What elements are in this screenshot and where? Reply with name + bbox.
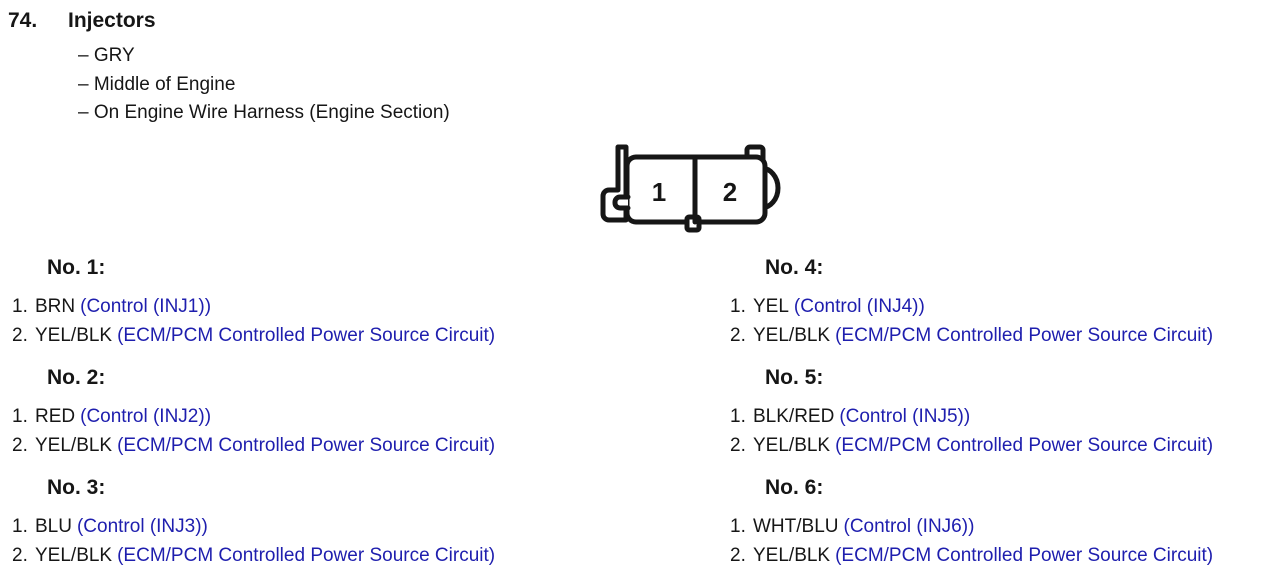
detail-harness: – On Engine Wire Harness (Engine Section… (78, 102, 450, 123)
pin-row: 2. YEL/BLK(ECM/PCM Controlled Power Sourc… (730, 321, 1275, 350)
injector-group-heading: No. 6: (765, 476, 824, 499)
connector-right-bulge (758, 165, 781, 211)
injector-group-6: No. 6: 1. WHT/BLU(Control (INJ6)) 2. YEL/B… (730, 476, 1275, 570)
pin-row: 1. BLU(Control (INJ3)) (12, 512, 652, 541)
wire-color: YEL/BLK (753, 325, 831, 346)
connector-diagram: 1 2 (590, 135, 790, 235)
pinout-column-right: No. 4: 1.YEL(Control (INJ4)) 2.YEL/BLK(E… (730, 248, 1275, 570)
connector-drawing-icon: 1 2 (600, 144, 781, 233)
pin-row: 2. YEL/BLK(ECM/PCM Controlled Power Sourc… (730, 431, 1275, 460)
pin-number: 2. (12, 435, 28, 456)
wire-color: BRN (35, 296, 76, 317)
wire-color: RED (35, 406, 76, 427)
circuit-description: (Control (INJ2)) (80, 406, 212, 427)
pin-number: 2. (12, 545, 28, 566)
component-title: Injectors (68, 9, 156, 32)
connector-pin-2-label: 2 (723, 177, 737, 207)
injector-group-2: No. 2: 1. RED(Control (INJ2)) 2. YEL/BLK(E… (12, 366, 652, 460)
pin-row: 1. BLK/RED(Control (INJ5)) (730, 402, 1275, 431)
circuit-description: (Control (INJ1)) (80, 296, 212, 317)
pin-row: 2. YEL/BLK(ECM/PCM Controlled Power Sourc… (12, 431, 652, 460)
circuit-description: (Control (INJ4)) (793, 296, 925, 317)
pin-row: 2. YEL/BLK(ECM/PCM Controlled Power Sourc… (730, 541, 1275, 570)
injector-group-5: No. 5: 1. BLK/RED(Control (INJ5)) 2. YEL/B… (730, 366, 1275, 460)
pin-row: 1. YEL(Control (INJ4)) (730, 292, 1275, 321)
connector-pin-1-label: 1 (652, 177, 666, 207)
pin-row: 2. YEL/BLK(ECM/PCM Controlled Power Sourc… (12, 321, 652, 350)
pin-number: 1. (730, 296, 746, 317)
wire-color: BLK/RED (753, 406, 835, 427)
pin-number: 1. (730, 406, 746, 427)
detail-wire-color: – GRY (78, 45, 135, 66)
pin-number: 1. (730, 516, 746, 537)
circuit-description: (ECM/PCM Controlled Power Source Circuit… (835, 435, 1214, 456)
circuit-description: (ECM/PCM Controlled Power Source Circuit… (117, 325, 496, 346)
pinout-column-left: No. 1: 1.BRN(Control (INJ1)) 2.YEL/BLK(E… (12, 248, 652, 570)
injector-group-1: No. 1: 1. BRN(Control (INJ1)) 2. YEL/BLK(E… (12, 256, 652, 350)
pin-number: 2. (730, 325, 746, 346)
pin-row: 1. RED(Control (INJ2)) (12, 402, 652, 431)
pin-row: 1. WHT/BLU(Control (INJ6)) (730, 512, 1275, 541)
circuit-description: (ECM/PCM Controlled Power Source Circuit… (117, 545, 496, 566)
component-details: – GRY – Middle of Engine – On Engine Wir… (68, 42, 450, 128)
injector-group-4: No. 4: 1. YEL(Control (INJ4)) 2. YEL/BLK(E… (730, 256, 1275, 350)
wire-color: YEL/BLK (35, 545, 113, 566)
wire-color: YEL/BLK (753, 545, 831, 566)
component-number: 74. (8, 9, 38, 32)
wire-color: YEL/BLK (753, 435, 831, 456)
wire-color: WHT/BLU (753, 516, 839, 537)
wire-color: YEL/BLK (35, 325, 113, 346)
circuit-description: (ECM/PCM Controlled Power Source Circuit… (117, 435, 496, 456)
pin-number: 1. (12, 516, 28, 537)
circuit-description: (Control (INJ3)) (76, 516, 208, 537)
circuit-description: (ECM/PCM Controlled Power Source Circuit… (835, 545, 1214, 566)
injector-group-heading: No. 2: (47, 366, 106, 389)
injector-group-heading: No. 5: (765, 366, 824, 389)
detail-location: – Middle of Engine (78, 73, 236, 95)
connector-latch-hook (612, 194, 631, 211)
pin-number: 2. (730, 435, 746, 456)
pin-number: 1. (12, 406, 28, 427)
injector-group-heading: No. 4: (765, 256, 824, 279)
pin-number: 2. (730, 545, 746, 566)
injector-group-heading: No. 1: (47, 256, 106, 279)
injector-group-3: No. 3: 1. BLU(Control (INJ3)) 2. YEL/BLK(E… (12, 476, 652, 570)
wire-color: BLU (35, 516, 72, 537)
circuit-description: (ECM/PCM Controlled Power Source Circuit… (835, 325, 1214, 346)
wire-color: YEL (753, 296, 789, 317)
wire-color: YEL/BLK (35, 435, 113, 456)
pin-number: 1. (12, 296, 28, 317)
circuit-description: (Control (INJ5)) (839, 406, 971, 427)
pin-number: 2. (12, 325, 28, 346)
pin-row: 2. YEL/BLK(ECM/PCM Controlled Power Sourc… (12, 541, 652, 570)
circuit-description: (Control (INJ6)) (843, 516, 975, 537)
injector-group-heading: No. 3: (47, 476, 106, 499)
component-header-body: Injectors – GRY – Middle of Engine – On … (68, 8, 450, 128)
component-header: 74. Injectors – GRY – Middle of Engine –… (8, 8, 450, 128)
pin-row: 1. BRN(Control (INJ1)) (12, 292, 652, 321)
